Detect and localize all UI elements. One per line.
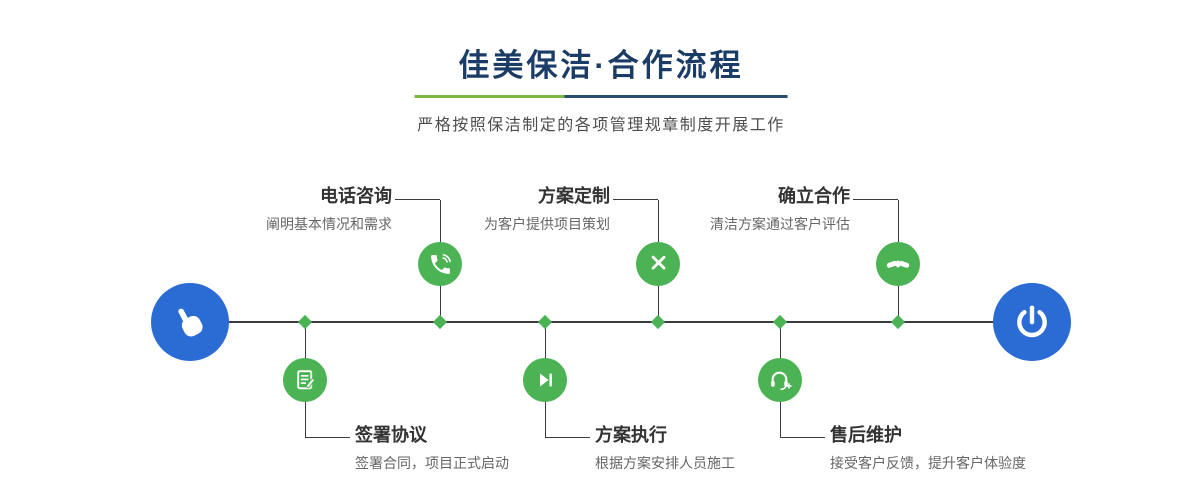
step-title: 电话咨询 bbox=[320, 186, 392, 206]
timeline-end-node bbox=[993, 283, 1071, 361]
step-title: 售后维护 bbox=[830, 425, 902, 445]
step-description: 根据方案安排人员施工 bbox=[595, 455, 735, 471]
step-node bbox=[636, 242, 680, 286]
phone-icon bbox=[430, 253, 451, 274]
step-description: 签署合同，项目正式启动 bbox=[355, 455, 509, 471]
page-title: 佳美保洁·合作流程 bbox=[458, 48, 744, 83]
step-node bbox=[523, 358, 567, 402]
step-title: 方案执行 bbox=[595, 425, 667, 445]
play-icon bbox=[540, 373, 552, 387]
step-text-block: 电话咨询 阐明基本情况和需求 bbox=[140, 185, 392, 233]
step-text-block: 确立合作 清洁方案通过客户评估 bbox=[598, 185, 850, 233]
step-node bbox=[418, 242, 462, 286]
title-divider bbox=[414, 95, 788, 98]
step-connector-horizontal bbox=[545, 437, 590, 438]
step-connector-horizontal bbox=[853, 199, 898, 200]
step-text-block: 签署协议 签署合同，项目正式启动 bbox=[355, 424, 635, 472]
step-title: 方案定制 bbox=[538, 186, 610, 206]
step-connector-horizontal bbox=[780, 437, 825, 438]
divider-green-segment bbox=[414, 95, 565, 98]
hand-pointer-icon bbox=[178, 308, 203, 337]
step-text-block: 方案定制 为客户提供项目策划 bbox=[358, 185, 610, 233]
timeline-junction-diamond bbox=[890, 314, 906, 330]
step-text-block: 售后维护 接受客户反馈，提升客户体验度 bbox=[830, 424, 1110, 472]
step-connector-horizontal bbox=[395, 199, 440, 200]
timeline-junction-diamond bbox=[432, 314, 448, 330]
step-text-block: 方案执行 根据方案安排人员施工 bbox=[595, 424, 875, 472]
timeline-junction-diamond bbox=[537, 314, 553, 330]
page-subtitle: 严格按照保洁制定的各项管理规章制度开展工作 bbox=[417, 117, 785, 134]
step-description: 清洁方案通过客户评估 bbox=[710, 216, 850, 232]
step-connector-horizontal bbox=[613, 199, 658, 200]
timeline-start-node bbox=[151, 283, 229, 361]
timeline-line bbox=[190, 321, 1032, 323]
step-node bbox=[283, 358, 327, 402]
pen-design-icon bbox=[651, 255, 665, 270]
step-description: 阐明基本情况和需求 bbox=[266, 216, 392, 232]
timeline-junction-diamond bbox=[772, 314, 788, 330]
handshake-icon bbox=[886, 260, 910, 268]
step-title: 确立合作 bbox=[778, 186, 850, 206]
divider-navy-segment bbox=[564, 95, 788, 98]
step-connector-horizontal bbox=[305, 437, 350, 438]
step-description: 为客户提供项目策划 bbox=[484, 216, 610, 232]
step-node bbox=[758, 358, 802, 402]
timeline-junction-diamond bbox=[650, 314, 666, 330]
step-node bbox=[876, 242, 920, 286]
step-description: 接受客户反馈，提升客户体验度 bbox=[830, 455, 1026, 471]
step-title: 签署协议 bbox=[355, 425, 427, 445]
headset-icon bbox=[770, 371, 792, 390]
power-icon bbox=[1017, 305, 1047, 338]
contract-icon bbox=[296, 369, 315, 389]
timeline-junction-diamond bbox=[297, 314, 313, 330]
